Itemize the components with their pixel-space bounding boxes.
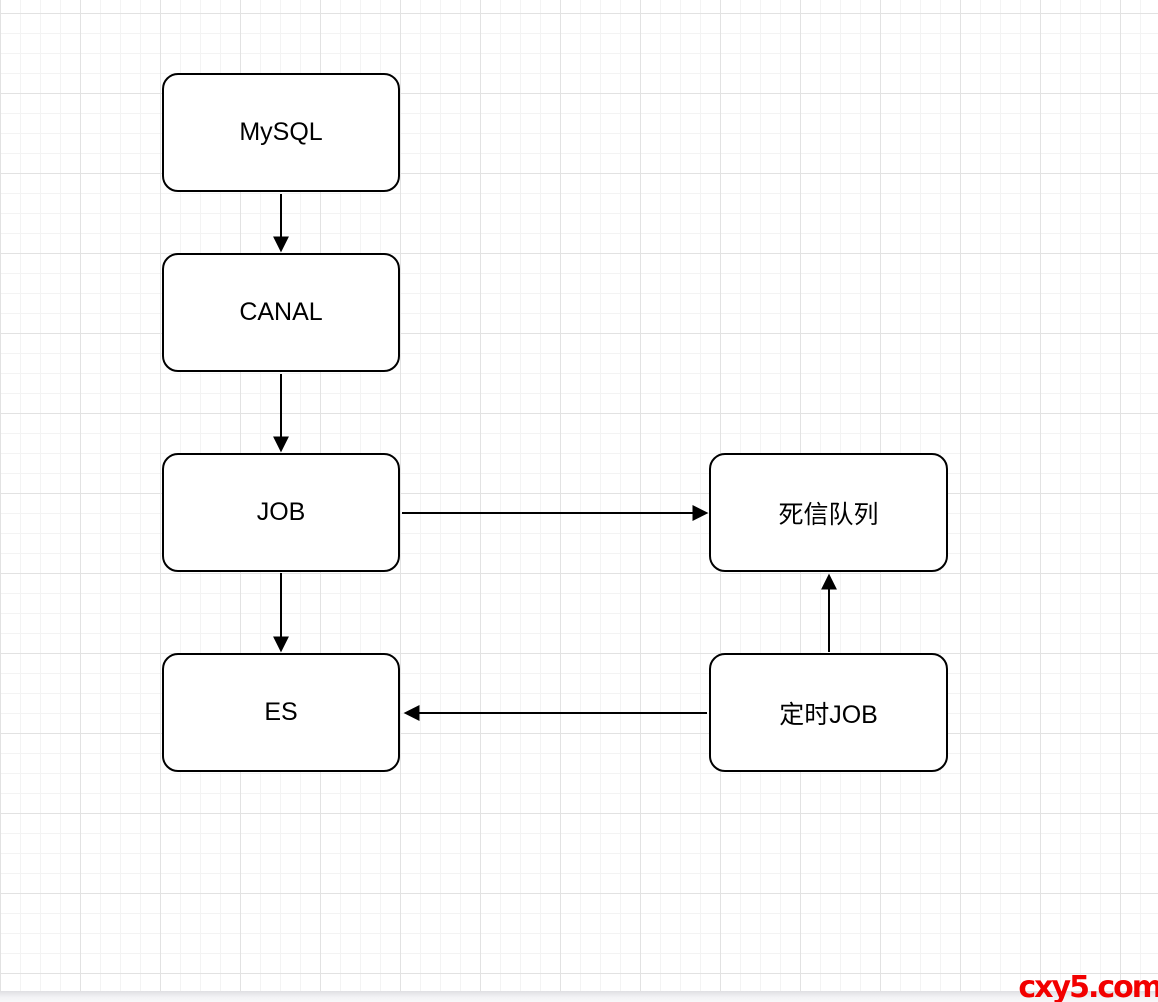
watermark-cxy5: cxy5.com <box>1018 970 1158 1002</box>
node-canal-label: CANAL <box>239 298 323 326</box>
node-mysql-label: MySQL <box>239 118 323 146</box>
node-canal: CANAL <box>162 253 400 372</box>
node-es-label: ES <box>264 698 298 726</box>
node-timer-job-label: 定时JOB <box>779 700 878 729</box>
page-bottom-edge <box>0 991 1158 1002</box>
node-timer-job: 定时JOB <box>709 653 948 772</box>
node-es: ES <box>162 653 400 772</box>
node-dead-letter-queue: 死信队列 <box>709 453 948 572</box>
node-job-label: JOB <box>256 498 306 526</box>
node-job: JOB <box>162 453 400 572</box>
node-mysql: MySQL <box>162 73 400 192</box>
node-dead-letter-queue-label: 死信队列 <box>778 500 879 529</box>
